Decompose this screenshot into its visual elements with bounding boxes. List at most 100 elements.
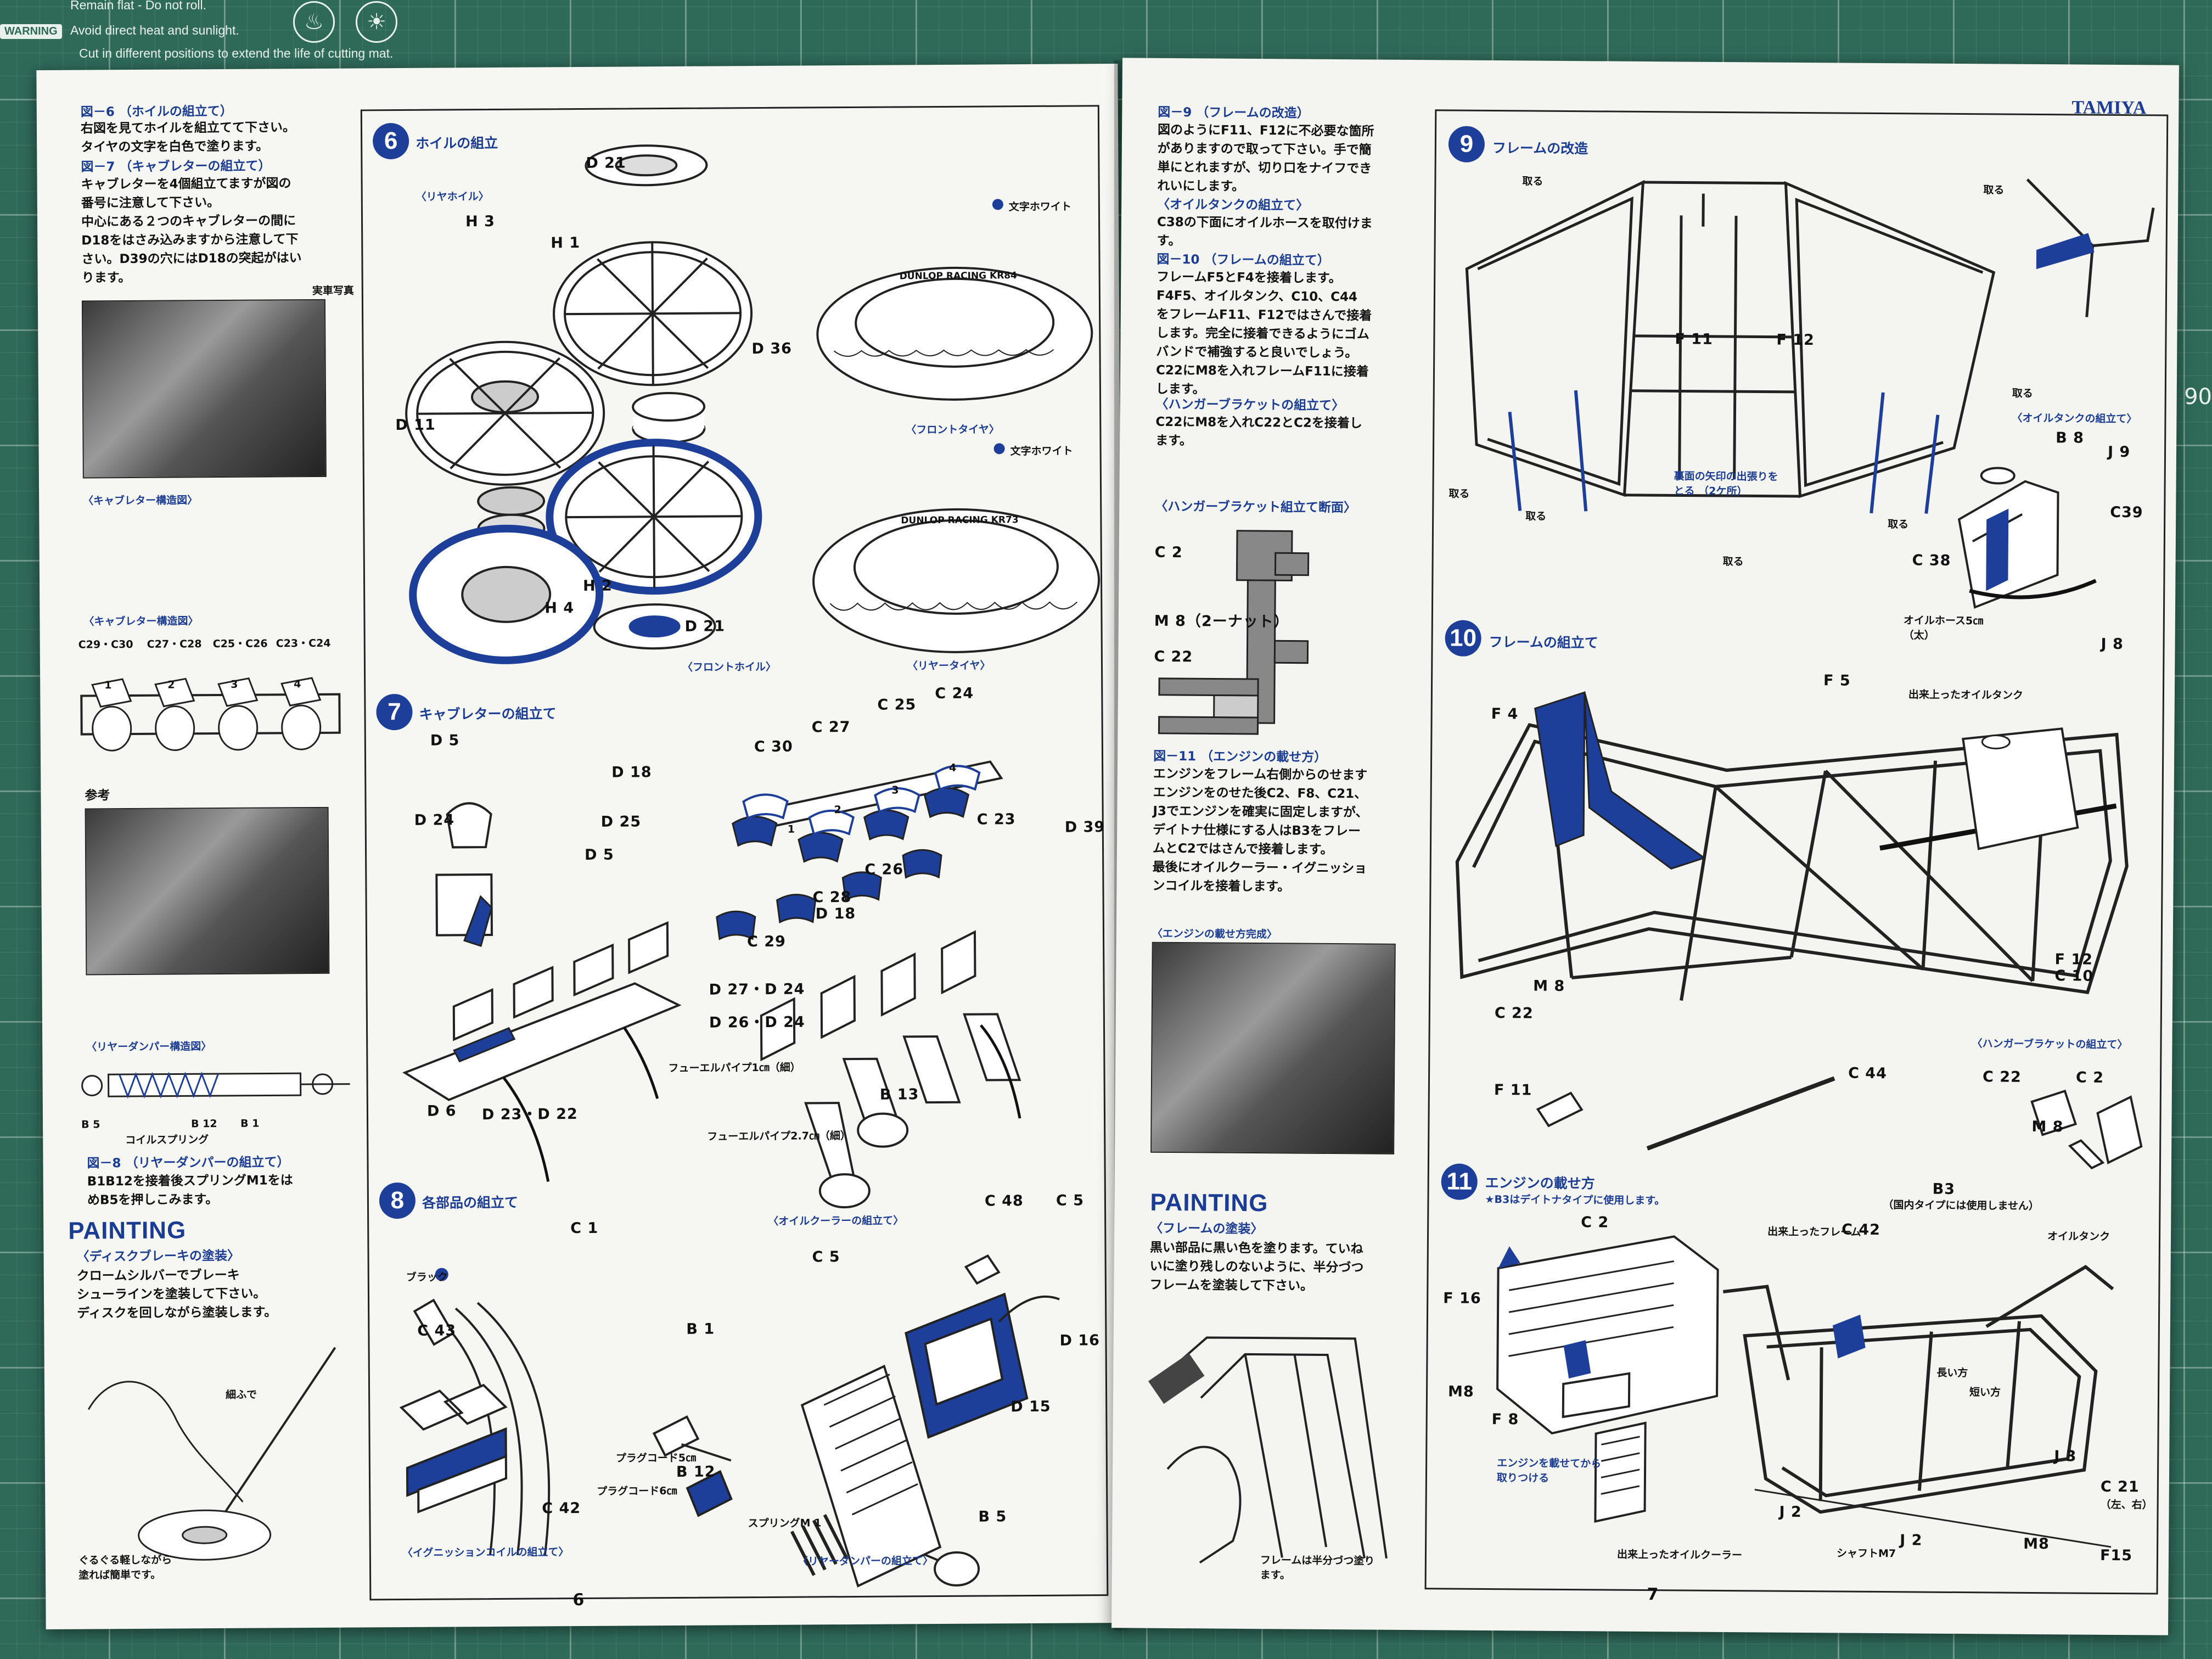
fig8-body: B1B12を接着後スプリングM1をは めB5を押しこみます。 (87, 1173, 293, 1208)
part-j3: J 3 (2054, 1448, 2077, 1465)
carb-num-2: 2 (167, 679, 175, 691)
rear-tire-label: 〈リヤータイヤ〉 (907, 659, 991, 672)
part-c29: C 29 (746, 933, 786, 951)
part-b3: B3 (1932, 1180, 1956, 1198)
mat-warning-line2: Avoid direct heat and sunlight. (70, 23, 239, 37)
part-d21-bottom: D 21 (684, 618, 726, 635)
part-m8-frame: M 8 (1533, 977, 1565, 995)
part-j2-b: J 2 (1900, 1532, 1923, 1549)
rear-tire-text: DUNLOP RACING KR73 (901, 514, 1019, 526)
engine-done-caption: 〈エンジンの載せ方完成〉 (1152, 927, 1277, 941)
left-page: 図－6 （ホイルの組立て） 右図を見てホイルを組立てて下さい。 タイヤの文字を白… (36, 64, 1127, 1629)
no-heat-icon: ♨ (293, 1, 335, 43)
engine-mounted-photo (1150, 941, 1396, 1154)
part-d6: D 6 (426, 1102, 457, 1120)
hanger-bracket-caption: 〈ハンガーブラケットの組立て〉 (1972, 1038, 2128, 1051)
part-c21: C 21 (2100, 1478, 2140, 1496)
part-f5: F 5 (1823, 672, 1851, 690)
part-d21-top: D 21 (586, 154, 626, 172)
part-d27-d24: D 27・D 24 (709, 980, 805, 999)
rear-damper-assembly-caption: 〈リヤーダンパーの組立て〉 (797, 1555, 934, 1568)
damper-coil: コイルスプリング (125, 1134, 209, 1147)
c21-left-right-note: （左、右） (2100, 1498, 2153, 1511)
shaft-m7-label: シャフトM7 (1836, 1547, 1896, 1560)
short-side-label: 短い方 (1969, 1386, 2001, 1399)
painting-heading-left: PAINTING (68, 1217, 187, 1245)
fig9-body: 図のようにF11、F12に不必要な箇所 がありますので取って下さい。手で簡 単に… (1157, 122, 1374, 194)
part-f12: F 12 (2054, 951, 2093, 968)
part-c25: C 25 (877, 696, 917, 714)
part-c5-right: C 5 (1056, 1192, 1085, 1209)
carb-num-1: 1 (104, 679, 112, 692)
part-d18-b: D 18 (815, 905, 856, 923)
part-m8-hanger: M 8 (2031, 1118, 2064, 1136)
part-d18: D 18 (611, 764, 652, 781)
damper-b5: B 5 (81, 1118, 100, 1131)
part-b8: B 8 (2056, 429, 2085, 447)
part-h3: H 3 (465, 212, 495, 231)
carb-label-2: C27・C28 (147, 638, 202, 651)
part-d36: D 36 (751, 340, 792, 358)
mat-warning-line1: Remain flat - Do not roll. (70, 0, 206, 12)
frame-painting-illustration (1148, 1336, 1388, 1564)
carburetor-photo (85, 806, 330, 976)
front-tire-label: 〈フロントタイヤ〉 (906, 423, 1000, 436)
part-d11: D 11 (395, 416, 436, 434)
hanger-label-c22: C 22 (1154, 648, 1193, 666)
mat-edge-number: 90 (2184, 384, 2212, 410)
part-c1: C 1 (570, 1219, 599, 1237)
oiltank-note-body: C38の下面にオイルホースを取付けま す。 (1156, 215, 1373, 249)
hanger-note-body: C22にM8を入れC22とC2を接着し ます。 (1155, 414, 1363, 449)
part-f8: F 8 (1491, 1411, 1519, 1428)
part-c30: C 30 (754, 738, 793, 756)
painting-heading-right: PAINTING (1150, 1189, 1268, 1217)
back-protrusion-note: 裏面の矢印の出張りを とる （2ケ所） (1674, 470, 1778, 498)
part-d15: D 15 (1010, 1398, 1051, 1416)
frame-paint-body: 黒い部品に黒い色を塗ります。ていね いに塗り残しのないように、半分づつ フレーム… (1149, 1240, 1364, 1293)
remove-label-2: 取る (1983, 184, 2005, 197)
right-page: TAMIYA 図－9 （フレームの改造） 図のようにF11、F12に不必要な箇所… (1111, 58, 2179, 1635)
b3-domestic-note: （国内タイプには使用しません） (1883, 1199, 2039, 1213)
hanger-note-heading: 〈ハンガーブラケットの組立て〉 (1155, 397, 1345, 413)
part-h4: H 4 (544, 599, 575, 617)
damper-caption: 〈リヤーダンパー構造図〉 (86, 1040, 212, 1053)
mat-warning-badge: WARNING (0, 24, 62, 39)
step11-number: 11 (1441, 1163, 1478, 1200)
hanger-label-c2: C 2 (1154, 543, 1183, 562)
part-c2-engine: C 2 (1581, 1214, 1609, 1231)
oiltank-engine-label: オイルタンク (2047, 1230, 2110, 1243)
fig6-body: 右図を見てホイルを組立てて下さい。 タイヤの文字を白色で塗ります。 (80, 120, 296, 155)
plug-cord-5cm: プラグコード5㎝ (615, 1451, 697, 1465)
part-b13: B 13 (879, 1086, 919, 1103)
part-f11-frame: F 11 (1675, 330, 1713, 348)
real-wheel-photo (81, 299, 327, 479)
part-d26-d24: D 26・D 24 (709, 1013, 805, 1032)
part-c43: C 43 (417, 1322, 457, 1339)
damper-b12: B 12 (191, 1118, 217, 1130)
carb-cap-num-2: 2 (834, 804, 841, 816)
part-c42: C 42 (542, 1500, 581, 1517)
part-h1: H 1 (551, 234, 581, 252)
white-text-note-front: 文字ホワイト (1008, 200, 1071, 214)
oiltank-assembly-caption: 〈オイルタンクの組立て〉 (2012, 412, 2137, 425)
part-c28: C 28 (812, 889, 852, 906)
part-f15: F15 (2099, 1546, 2133, 1565)
fig10-body: フレームF5とF4を接着します。 F4F5、オイルタンク、C10、C44 をフレ… (1155, 270, 1372, 397)
part-j9: J 9 (2107, 443, 2131, 461)
remove-label-4: 取る (1525, 510, 1547, 523)
reference-label: 参考 (85, 788, 110, 803)
part-c27: C 27 (811, 719, 851, 736)
part-c38: C 38 (1912, 552, 1951, 569)
fig7-body: キャブレターを4個組立てますが図の 番号に注意して下さい。 中心にある２つのキャ… (81, 176, 302, 285)
sun-icon: ☀ (356, 1, 397, 43)
front-tire-text: DUNLOP RACING KR84 (899, 270, 1018, 282)
wheel-assembly-illustration (405, 144, 1101, 664)
part-c48: C 48 (984, 1192, 1024, 1210)
done-oilcooler-label: 出来上ったオイルクーラー (1616, 1548, 1743, 1562)
remove-label-1: 取る (1522, 175, 1543, 188)
carb-diagram-caption: 〈キャブレター構造図〉 (83, 615, 199, 628)
carb-structure-diagram (80, 677, 341, 752)
real-photo-label: 実車写真 (312, 284, 354, 297)
carb-label-4: C23・C24 (276, 637, 331, 650)
remove-label-6: 取る (1888, 518, 1909, 531)
